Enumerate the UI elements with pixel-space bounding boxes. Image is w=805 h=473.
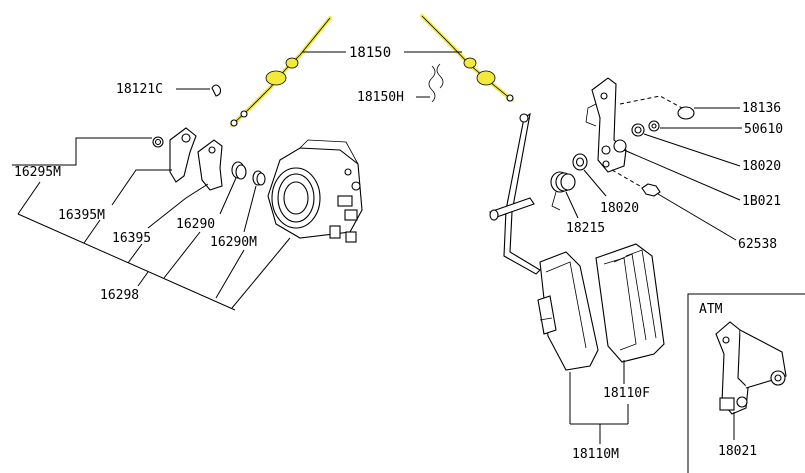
label-18020-lower: 18020 [600, 201, 639, 216]
label-16395: 16395 [112, 231, 151, 246]
label-18121c: 18121C [116, 82, 163, 97]
pedal-18110m[interactable] [537, 251, 599, 371]
clip-18150h[interactable] [416, 63, 444, 103]
clip-18121c[interactable] [176, 84, 222, 97]
bushing-18020-upper[interactable] [631, 123, 741, 167]
label-18215: 18215 [566, 221, 605, 236]
pedal-bracket[interactable] [585, 77, 627, 173]
spring-16295m[interactable] [152, 136, 164, 148]
bushing-18020-lower[interactable] [572, 153, 607, 197]
atm-bracket[interactable] [715, 321, 787, 415]
pedal-pad-18110f[interactable] [595, 243, 665, 384]
pedal-arm[interactable] [489, 112, 541, 275]
spring-16290m[interactable] [252, 170, 266, 186]
leader-18110m [569, 372, 629, 444]
throttle-chamber-16298[interactable] [267, 139, 363, 243]
lever-16395m[interactable] [169, 127, 197, 183]
atm-label: ATM [699, 302, 723, 317]
label-18150: 18150 [349, 45, 391, 61]
label-18110m: 18110M [572, 447, 619, 462]
label-16298: 16298 [100, 288, 139, 303]
label-18020-upper: 18020 [742, 159, 781, 174]
bolt-62538[interactable] [611, 169, 737, 241]
bushing-18136[interactable] [619, 95, 740, 120]
label-18150h: 18150H [357, 90, 404, 105]
label-18110f: 18110F [603, 386, 650, 401]
label-18021-atm: 18021 [718, 444, 757, 459]
nut-50610[interactable] [648, 120, 742, 132]
throttle-leaders [12, 137, 291, 311]
label-16290m: 16290M [210, 235, 257, 250]
label-16290: 16290 [176, 217, 215, 232]
pin-1b021[interactable] [613, 139, 741, 201]
return-spring-18215[interactable] [550, 171, 579, 219]
label-16295m: 16295M [14, 165, 61, 180]
atm-inset: ATM 18021 [687, 293, 805, 473]
label-16395m: 16395M [58, 208, 105, 223]
label-18136: 18136 [742, 101, 781, 116]
label-1b021: 1B021 [742, 194, 781, 209]
accelerator-cable-18150[interactable] [230, 14, 514, 127]
label-50610: 50610 [744, 122, 783, 137]
label-62538: 62538 [738, 237, 777, 252]
lever-16395[interactable] [197, 139, 223, 191]
spring-16290[interactable] [231, 161, 247, 180]
